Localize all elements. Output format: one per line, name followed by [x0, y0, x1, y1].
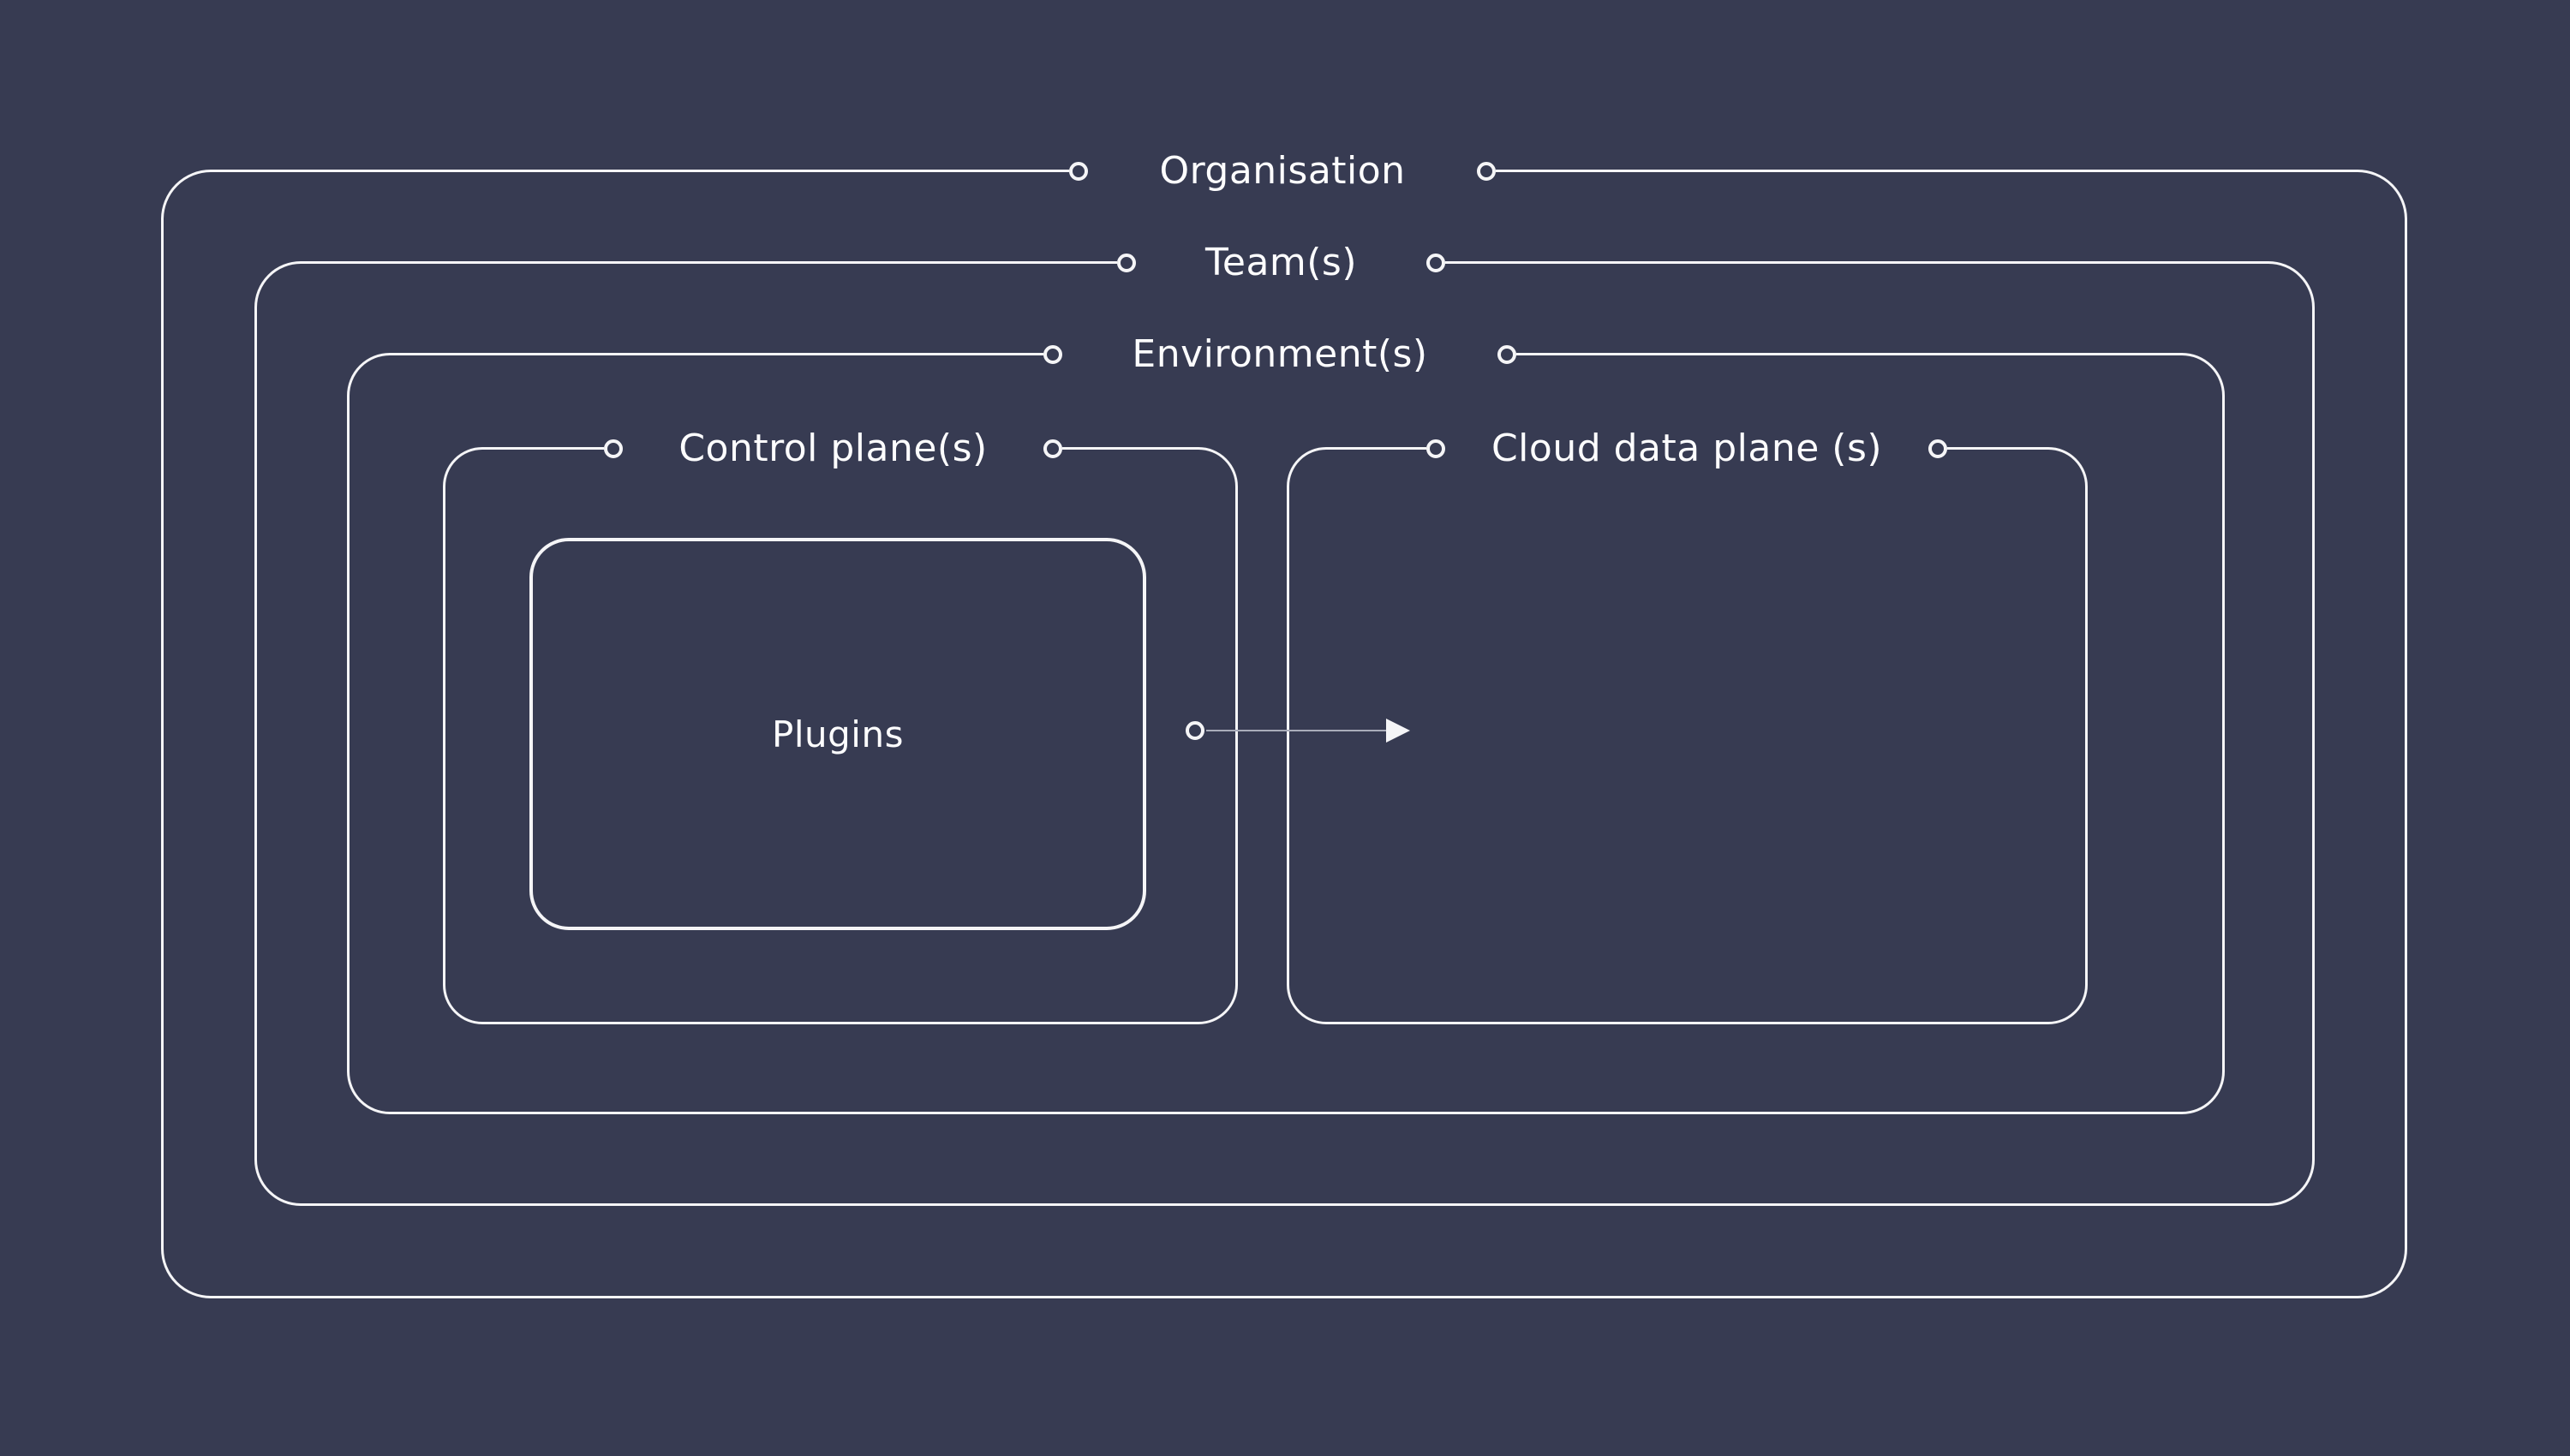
- connector-dot-icon: [1426, 254, 1445, 272]
- arrow-shaft: [1206, 730, 1388, 731]
- arrow-head-icon: [1386, 719, 1410, 743]
- organisation-label: Organisation: [1159, 149, 1406, 193]
- connector-dot-icon: [1497, 345, 1516, 364]
- environments-label: Environment(s): [1132, 332, 1428, 376]
- arrow-origin-dot-icon: [1186, 721, 1204, 740]
- control-plane-label: Control plane(s): [678, 427, 988, 470]
- connector-dot-icon: [1117, 254, 1136, 272]
- connector-dot-icon: [1426, 439, 1445, 458]
- cloud-data-plane-label: Cloud data plane (s): [1491, 427, 1883, 470]
- control-plane-label-strip: Control plane(s): [604, 419, 1062, 479]
- environments-label-strip: Environment(s): [1043, 325, 1516, 385]
- connector-dot-icon: [1043, 439, 1062, 458]
- connector-dot-icon: [1477, 162, 1496, 181]
- connector-dot-icon: [604, 439, 623, 458]
- plugins-label: Plugins: [772, 713, 904, 755]
- connector-dot-icon: [1043, 345, 1062, 364]
- cloud-data-plane-label-strip: Cloud data plane (s): [1426, 419, 1947, 479]
- organisation-label-strip: Organisation: [1069, 141, 1496, 201]
- teams-label: Team(s): [1204, 241, 1358, 284]
- connector-dot-icon: [1928, 439, 1947, 458]
- teams-label-strip: Team(s): [1117, 233, 1445, 293]
- plugins-box: Plugins: [529, 538, 1146, 930]
- connector-dot-icon: [1069, 162, 1088, 181]
